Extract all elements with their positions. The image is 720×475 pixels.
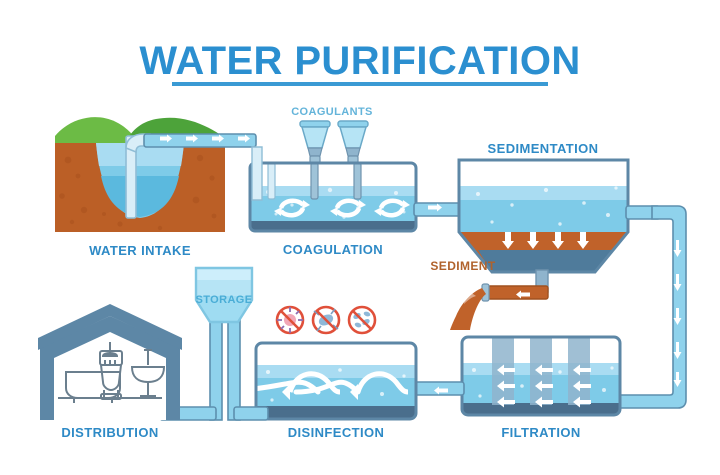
storage-label: STORAGE <box>196 294 253 306</box>
filtration-outlet-arrow <box>434 386 448 395</box>
microbe-crossed-out-icon <box>347 305 377 335</box>
sediment-flow-arrow <box>516 290 530 299</box>
house-outline <box>40 316 180 420</box>
grass-left <box>55 117 138 143</box>
house-roof <box>38 304 182 350</box>
title-underline <box>172 82 548 86</box>
disinfection-wave-paths <box>287 371 409 395</box>
filtration-flow-arrows <box>497 364 591 408</box>
right-pipe-flow-arrows <box>673 240 682 387</box>
filtration-tank-outline <box>460 335 622 417</box>
intake-vertical-pipe <box>125 135 137 219</box>
stage-distribution[interactable]: DISTRIBUTION <box>38 304 182 440</box>
shower-icon <box>101 342 119 365</box>
filtration-bubbles <box>472 366 614 398</box>
disinfection-to-storage-pipe <box>233 406 269 421</box>
disinfection-wave-arrows <box>256 379 361 395</box>
storage-leg-left <box>209 311 223 421</box>
mixer-shaft-1 <box>310 163 319 200</box>
sediment-sludge-flow <box>450 288 486 330</box>
disinfection-tank-base <box>256 406 416 419</box>
disinfection-label: DISINFECTION <box>288 425 385 440</box>
coagulant-hopper-2 <box>337 120 369 166</box>
mixer-arrow-heads <box>274 200 410 216</box>
mixer-shaft-2 <box>353 163 362 200</box>
coagulation-inlet-drop <box>251 146 263 201</box>
coagulants-label: COAGULANTS <box>291 106 373 118</box>
sedimentation-bubbles <box>476 186 618 226</box>
pond-water-deep <box>101 176 179 217</box>
pond-water-surface <box>96 143 184 166</box>
disinfection-tank-outline <box>254 341 418 421</box>
storage-tank-outline <box>194 266 254 324</box>
sedimentation-tank-outline <box>457 158 630 274</box>
stage-water-intake[interactable]: WATER INTAKE <box>55 117 257 258</box>
germ-icon-group <box>275 305 377 335</box>
sediment-settling-arrows <box>502 232 589 249</box>
intake-to-coagulation-pipe <box>143 133 257 148</box>
virus-crossed-out-icon <box>275 305 305 335</box>
sedimentation-label: SEDIMENTATION <box>488 141 599 156</box>
intake-flow-arrows <box>160 134 250 143</box>
stage-sedimentation[interactable]: SEDIMENTATION <box>430 141 687 409</box>
sedimentation-water-mid <box>459 200 628 233</box>
water-intake-label: WATER INTAKE <box>89 243 191 258</box>
sedimentation-hopper-fill <box>478 250 612 272</box>
coagulation-tank-base <box>250 221 416 231</box>
sink-icon <box>130 349 166 397</box>
stage-coagulation[interactable]: COAGULANTS <box>248 106 463 257</box>
sediment-drain-horizontal <box>487 285 549 300</box>
distribution-label: DISTRIBUTION <box>61 425 158 440</box>
mixer-shaft-0 <box>267 163 276 200</box>
filtration-label: FILTRATION <box>501 425 580 440</box>
soil-texture <box>59 154 217 231</box>
sediment-label: SEDIMENT <box>430 259 495 273</box>
storage-leg-right <box>227 311 241 421</box>
stage-filtration[interactable]: FILTRATION <box>413 335 622 440</box>
stage-disinfection[interactable]: DISINFECTION <box>196 305 418 440</box>
sludge-highlight <box>464 292 476 304</box>
coagulation-outlet-arrow <box>428 203 442 212</box>
toilet-icon <box>99 350 123 400</box>
coagulation-label: COAGULATION <box>283 242 383 257</box>
page-title: WATER PURIFICATION <box>139 39 580 83</box>
filtration-tank-base <box>462 403 620 415</box>
soil-bank <box>55 143 225 232</box>
disinfection-wave-heads <box>282 384 358 400</box>
coagulant-hopper-1 <box>299 120 331 166</box>
mixer-rotation-arrows <box>278 198 406 218</box>
bacteria-crossed-out-icon <box>311 305 341 335</box>
storage-water-top <box>196 268 252 280</box>
coagulation-tank-outline <box>248 161 418 233</box>
